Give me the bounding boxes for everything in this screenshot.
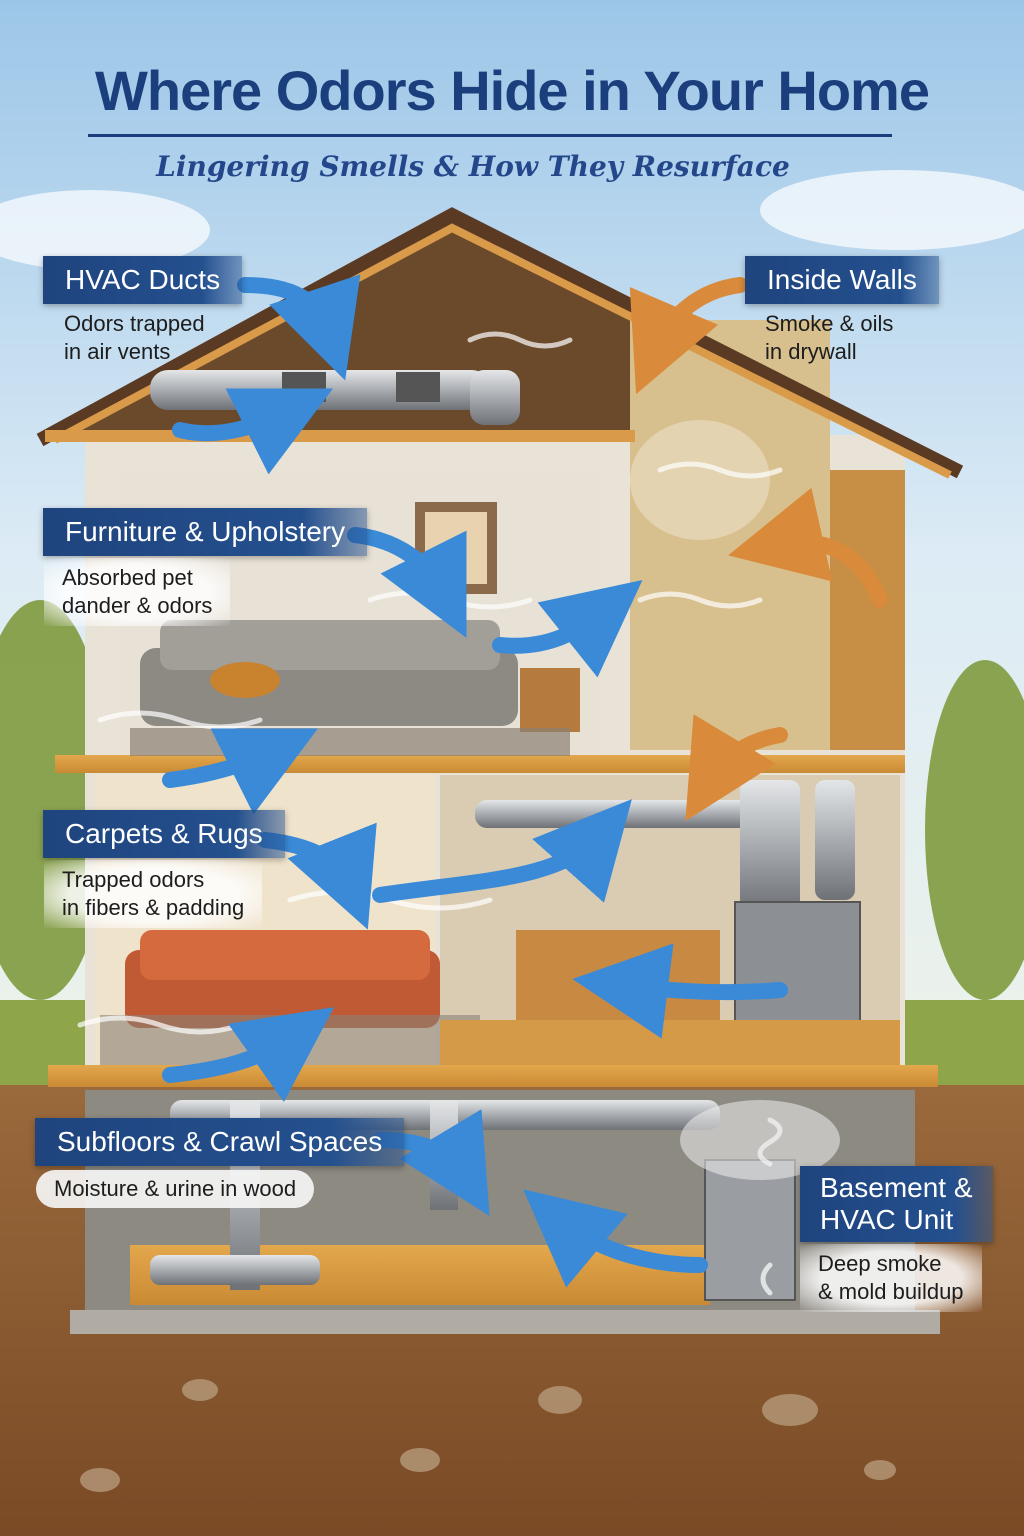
callout-hvac-ducts-description: Odors trapped in air vents (64, 310, 205, 366)
callout-hvac-ducts-title: HVAC Ducts (43, 256, 243, 304)
title-line: Basement & (820, 1172, 973, 1203)
description-line: dander & odors (62, 593, 213, 618)
callout-carpets-title: Carpets & Rugs (43, 810, 285, 858)
arrow-furniture (347, 527, 467, 638)
callout-basement-title: Basement & HVAC Unit (800, 1166, 993, 1242)
description-line: in fibers & padding (62, 895, 245, 920)
title-divider (88, 134, 892, 137)
callout-subfloors-title: Subfloors & Crawl Spaces (35, 1118, 405, 1166)
callout-subfloors-description: Moisture & urine in wood (36, 1170, 315, 1208)
arrow-lower-rug (162, 1007, 335, 1102)
arrow-furnace-flow (572, 943, 788, 1039)
description-line: Smoke & oils (765, 311, 894, 336)
arrow-inside-walls (629, 277, 748, 395)
callout-furniture-title: Furniture & Upholstery (43, 508, 368, 556)
description-line: Trapped odors (62, 867, 205, 892)
arrow-hvac-ducts (237, 274, 361, 381)
callout-carpets-description: Trapped odors in fibers & padding (44, 860, 263, 928)
description-line: Deep smoke (818, 1251, 942, 1276)
arrow-lower-flow (372, 799, 632, 903)
arrow-furniture-flow (492, 580, 643, 678)
title-line: HVAC Unit (820, 1204, 954, 1235)
arrow-lower-wall (685, 714, 788, 822)
arrow-living-rug (162, 728, 318, 815)
callout-basement-description: Deep smoke & mold buildup (800, 1244, 982, 1312)
callout-inside-walls-title: Inside Walls (745, 256, 939, 304)
description-line: in air vents (64, 339, 171, 364)
arrow-wall-return (728, 487, 888, 608)
callout-inside-walls-description: Smoke & oils in drywall (765, 310, 893, 366)
description-line: Absorbed pet (62, 565, 193, 590)
arrow-basement-unit (523, 1189, 708, 1288)
callout-furniture-description: Absorbed pet dander & odors (44, 558, 231, 626)
description-line: & mold buildup (818, 1279, 964, 1304)
description-line: Odors trapped (64, 311, 205, 336)
description-line: in drywall (765, 339, 857, 364)
page-title: Where Odors Hide in Your Home (95, 59, 930, 122)
page-subtitle: Lingering Smells & How They Resurface (156, 150, 790, 183)
arrow-attic-duct (172, 388, 333, 475)
